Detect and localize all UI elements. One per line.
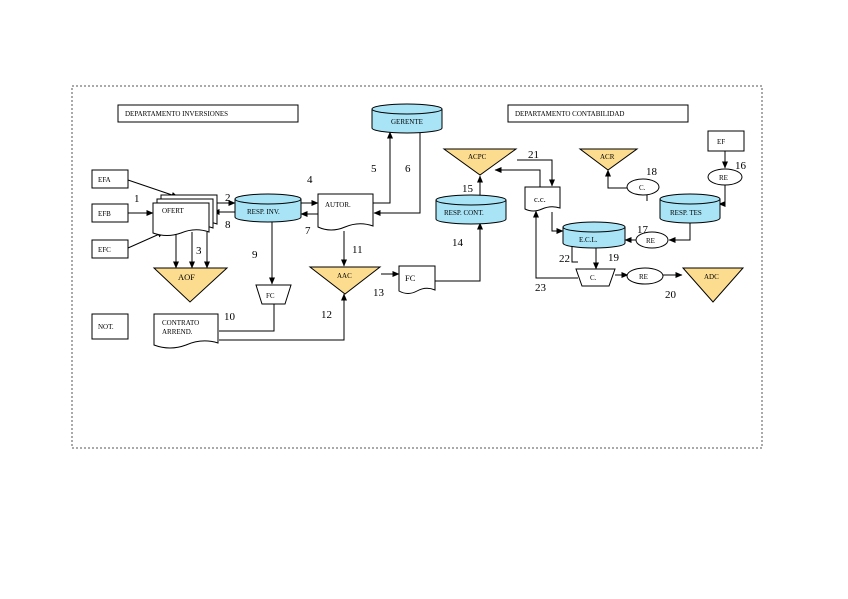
input-efb: EFB: [91, 203, 129, 223]
archive-aac-label: AAC: [337, 272, 352, 280]
document-autor-label: AUTOR.: [325, 201, 351, 209]
department-contabilidad-label: DEPARTAMENTO CONTABILIDAD: [515, 110, 625, 118]
oval-re-16-label: RE: [719, 174, 728, 182]
diagram-border: [71, 85, 763, 449]
archive-aof-label: AOF: [178, 272, 195, 282]
step-13: 13: [373, 287, 385, 299]
manual-op-c: C.: [575, 268, 616, 287]
input-efa: EFA: [91, 169, 129, 189]
step-8: 8: [225, 219, 231, 231]
step-16: 16: [735, 160, 747, 172]
step-18: 18: [646, 166, 658, 178]
document-contrato-arrend: CONTRATO ARREND.: [153, 313, 219, 349]
connectors: [127, 131, 728, 341]
step-4: 4: [307, 174, 313, 186]
archive-aof: AOF: [152, 267, 229, 303]
department-inversiones-header: DEPARTAMENTO INVERSIONES: [117, 104, 299, 123]
step-5: 5: [371, 163, 377, 175]
document-autor: AUTOR.: [317, 193, 374, 231]
manual-op-fc: FC: [255, 284, 292, 305]
db-resp-inv: RESP. INV.: [234, 193, 302, 223]
db-gerente: GERENTE: [371, 103, 443, 134]
oval-re-17: RE: [635, 231, 669, 249]
department-inversiones-label: DEPARTAMENTO INVERSIONES: [125, 110, 228, 118]
step-20: 20: [665, 289, 677, 301]
step-1: 1: [134, 193, 140, 205]
input-efb-label: EFB: [98, 210, 111, 218]
db-ecl-label: E.C.L.: [579, 236, 598, 244]
oval-re-17-label: RE: [646, 237, 655, 245]
document-ofert-label: OFERT: [162, 207, 184, 215]
db-resp-inv-label: RESP. INV.: [247, 208, 280, 216]
input-efc-label: EFC: [98, 246, 111, 254]
step-11: 11: [352, 244, 363, 256]
step-12: 12: [321, 309, 332, 321]
document-cc-label: c.c.: [534, 194, 546, 204]
input-not: NOT.: [91, 313, 129, 340]
step-23: 23: [535, 282, 547, 294]
step-14: 14: [452, 237, 464, 249]
db-resp-cont: RESP. CONT.: [435, 194, 507, 225]
oval-c: C.: [626, 178, 660, 196]
input-ef-label: EF: [717, 138, 725, 146]
step-22: 22: [559, 253, 570, 265]
db-resp-tes: RESP. TES: [659, 193, 721, 224]
document-cc: c.c.: [524, 186, 561, 212]
step-21: 21: [528, 149, 539, 161]
step-17: 17: [637, 224, 649, 236]
archive-acr-label: ACR: [600, 153, 615, 161]
step-19: 19: [608, 252, 620, 264]
step-9: 9: [252, 249, 258, 261]
archive-adc-label: ADC: [704, 273, 719, 281]
document-contrato-label-2: ARREND.: [162, 328, 193, 336]
step-numbers: 1 2 3 4 5 6 7 8 9 10 11 12 13 14 15 16 1…: [134, 149, 747, 323]
document-ofert-stack: OFERT: [152, 194, 218, 236]
manual-op-fc-label: FC: [266, 292, 275, 300]
oval-re-20: RE: [626, 267, 664, 285]
archive-acpc-label: ACPC: [468, 153, 487, 161]
db-ecl: E.C.L.: [562, 221, 626, 249]
archive-aac: AAC: [308, 266, 382, 295]
db-gerente-label: GERENTE: [391, 118, 423, 126]
step-2: 2: [225, 192, 231, 204]
document-fc-label: FC: [405, 273, 416, 283]
db-resp-cont-label: RESP. CONT.: [444, 209, 484, 217]
input-not-label: NOT.: [98, 323, 114, 331]
step-3: 3: [196, 245, 202, 257]
step-7: 7: [305, 225, 311, 237]
step-10: 10: [224, 311, 236, 323]
oval-re-16: RE: [707, 168, 743, 186]
archive-acr: ACR: [578, 148, 639, 171]
db-resp-tes-label: RESP. TES: [670, 209, 702, 217]
archive-adc: ADC: [681, 267, 745, 303]
document-fc: FC: [398, 265, 436, 294]
department-contabilidad-header: DEPARTAMENTO CONTABILIDAD: [507, 104, 689, 123]
oval-re-20-label: RE: [639, 273, 648, 281]
archive-acpc: ACPC: [442, 148, 518, 176]
document-contrato-label-1: CONTRATO: [162, 319, 199, 327]
input-ef: EF: [707, 130, 745, 152]
input-efc: EFC: [91, 239, 129, 259]
input-efa-label: EFA: [98, 176, 111, 184]
oval-c-label: C.: [639, 184, 646, 192]
step-15: 15: [462, 183, 474, 195]
step-6: 6: [405, 163, 411, 175]
manual-op-c-label: C.: [590, 274, 597, 282]
